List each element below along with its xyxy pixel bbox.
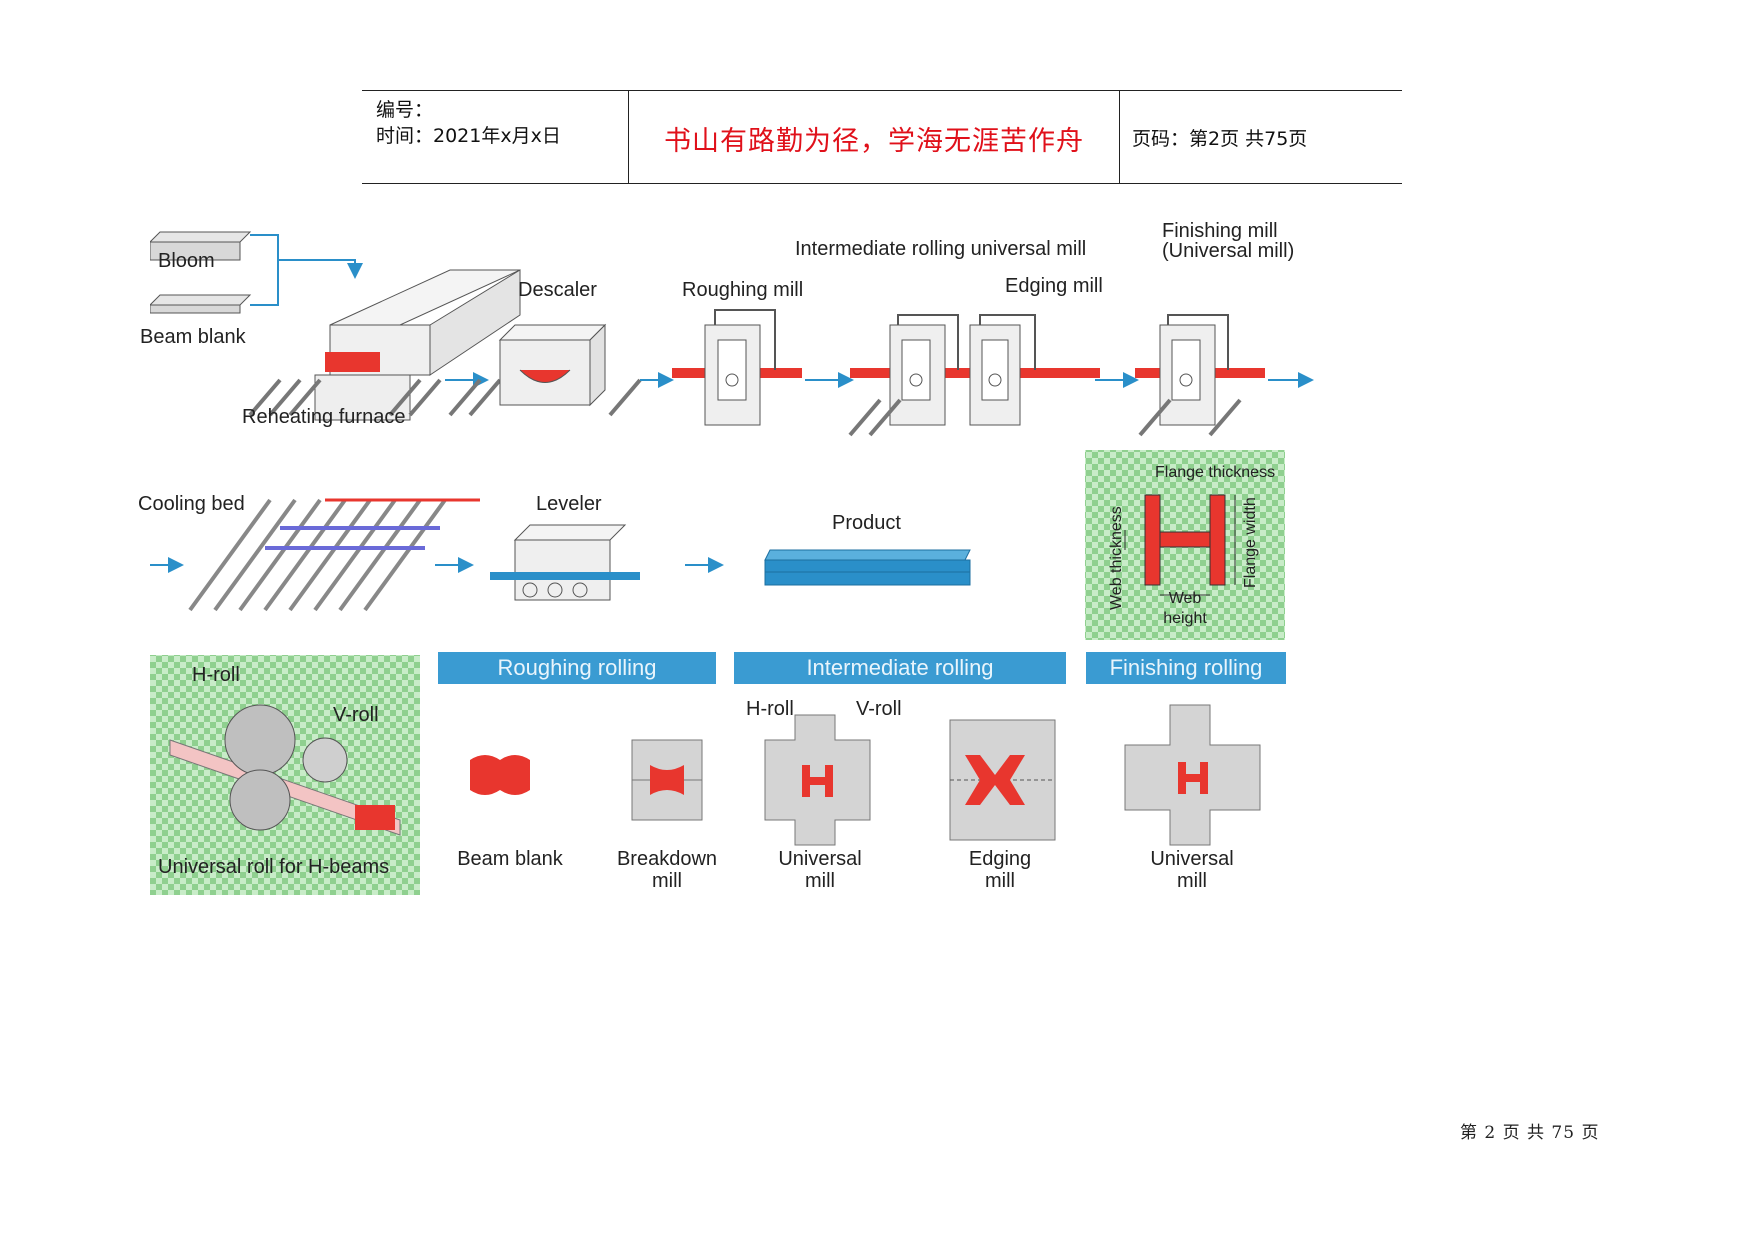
header-page-cell: 页码：第2页 共75页 — [1120, 91, 1402, 183]
label-edging: Edging — [968, 848, 1032, 870]
label-cooling-bed: Cooling bed — [138, 493, 245, 515]
label-finishing-universal: (Universal mill) — [1162, 240, 1295, 262]
label-flange-thickness: Flange thickness — [1155, 464, 1276, 481]
leveler — [490, 524, 640, 601]
page-label: 页码：第2页 共75页 — [1132, 128, 1308, 150]
finishing-universal-section — [1124, 704, 1261, 846]
label-edging-mill: Edging mill — [1005, 275, 1103, 297]
label-v-roll-2: V-roll — [856, 698, 902, 720]
label-descaler: Descaler — [518, 279, 597, 301]
label-roughing-mill: Roughing mill — [682, 279, 804, 301]
h-beam-process-diagram: Bloom Beam blank Reheating furnace Desca… — [138, 220, 1480, 1020]
banner-intermediate-rolling: Intermediate rolling — [734, 652, 1066, 684]
bloom-block — [150, 231, 252, 261]
banner-roughing-rolling: Roughing rolling — [438, 652, 716, 684]
label-bloom: Bloom — [158, 250, 215, 272]
label-beam-blank-top: Beam blank — [140, 326, 246, 348]
page-footer: 第 2 页 共 75 页 — [1460, 1123, 1600, 1143]
label-reheating-furnace: Reheating furnace — [242, 406, 406, 428]
label-product: Product — [832, 512, 901, 534]
beam-blank-block — [150, 294, 252, 314]
feed-connector — [250, 234, 355, 306]
label-v-roll: V-roll — [333, 704, 379, 726]
reheating-furnace — [248, 269, 521, 421]
edging-mill-section — [949, 719, 1056, 841]
label-intermediate-mill: Intermediate rolling universal mill — [795, 238, 1087, 260]
label-web-thickness: Web thickness — [1108, 506, 1125, 610]
edging-mill-stand — [969, 314, 1036, 426]
label-universal-finishing-mill: mill — [1177, 870, 1207, 892]
label-finishing-mill: Finishing mill — [1162, 220, 1278, 242]
header-motto-cell: 书山有路勤为径，学海无涯苦作舟 — [628, 91, 1120, 183]
label-universal-mill: mill — [805, 870, 835, 892]
label-height: height — [1163, 610, 1207, 627]
label-h-roll-2: H-roll — [746, 698, 794, 720]
label-breakdown: Breakdown — [616, 848, 718, 870]
breakdown-mill-section — [631, 739, 703, 821]
h-section-panel — [1085, 450, 1285, 640]
label-web: Web — [1168, 590, 1202, 607]
process-illustration — [150, 231, 1314, 895]
universal-roll-panel — [150, 655, 420, 895]
label-h-roll: H-roll — [192, 664, 240, 686]
number-label: 编号： — [376, 99, 434, 121]
beam-blank-section — [470, 755, 530, 795]
cooling-bed — [150, 498, 480, 612]
time-label: 时间：2021年x月x日 — [376, 125, 561, 147]
motto: 书山有路勤为径，学海无涯苦作舟 — [664, 126, 1084, 157]
universal-mill-section — [764, 714, 871, 846]
label-edging-mill-2: mill — [985, 870, 1015, 892]
banner-finishing-rolling: Finishing rolling — [1086, 652, 1286, 684]
header-table: 编号： 时间：2021年x月x日 书山有路勤为径，学海无涯苦作舟 页码：第2页 … — [362, 90, 1402, 184]
label-flange-width: Flange width — [1242, 497, 1259, 588]
finishing-mill-stand — [1135, 314, 1265, 437]
descaler — [448, 323, 642, 417]
label-breakdown-mill: mill — [652, 870, 682, 892]
roughing-mill-stand — [672, 309, 802, 426]
label-leveler: Leveler — [536, 493, 602, 515]
label-beam-blank-bottom: Beam blank — [457, 848, 563, 870]
label-universal-roll-caption: Universal roll for H-beams — [158, 856, 390, 878]
label-universal: Universal — [778, 848, 862, 870]
header-meta-cell: 编号： 时间：2021年x月x日 — [362, 91, 627, 183]
product-h-beam — [764, 549, 971, 586]
label-universal-finishing: Universal — [1150, 848, 1234, 870]
